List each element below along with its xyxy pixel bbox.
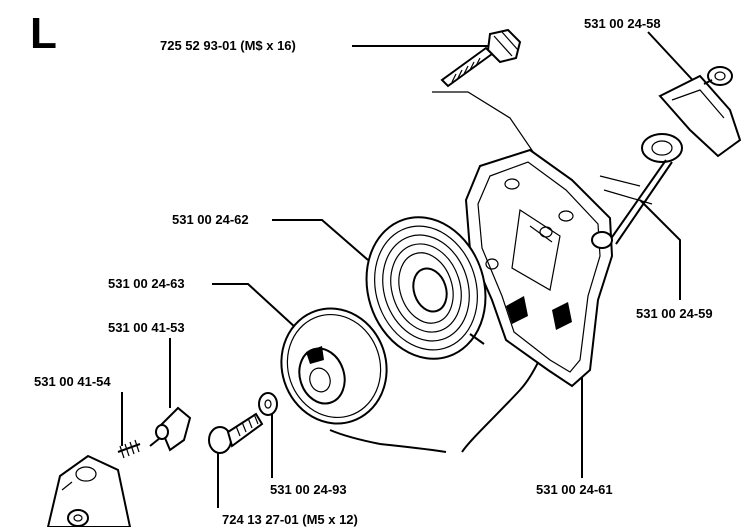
label-spring: 531 00 24-62	[172, 212, 249, 227]
pawl-icon	[149, 406, 192, 452]
rope-pulley-icon	[280, 307, 388, 425]
label-rope: 531 00 24-59	[636, 306, 713, 321]
label-pawl-spring: 531 00 41-54	[34, 374, 111, 389]
starter-cup-icon	[46, 454, 132, 527]
label-pulley: 531 00 24-63	[108, 276, 185, 291]
part-labels: 725 52 93-01 (M$ x 16) 531 00 24-58 531 …	[34, 16, 713, 527]
label-housing: 531 00 24-61	[536, 482, 613, 497]
label-washer: 531 00 24-93	[270, 482, 347, 497]
recoil-spring-icon	[365, 216, 487, 360]
leader-handle	[647, 31, 701, 89]
starter-housing-icon	[464, 148, 653, 388]
label-bolt-top: 725 52 93-01 (M$ x 16)	[160, 38, 296, 53]
label-handle: 531 00 24-58	[584, 16, 661, 31]
pawl-spring-icon	[117, 439, 141, 459]
label-pawl: 531 00 41-53	[108, 320, 185, 335]
top-bolt-icon	[440, 28, 522, 88]
pulley-screw-icon	[208, 412, 264, 454]
washer-icon	[258, 392, 278, 416]
leader-rope	[639, 199, 681, 300]
section-letter: L	[30, 9, 57, 58]
leader-pulley	[212, 283, 297, 329]
leader-spring	[272, 219, 369, 261]
starter-handle-icon	[641, 66, 742, 163]
label-screw-bottom: 724 13 27-01 (M5 x 12)	[222, 512, 358, 527]
